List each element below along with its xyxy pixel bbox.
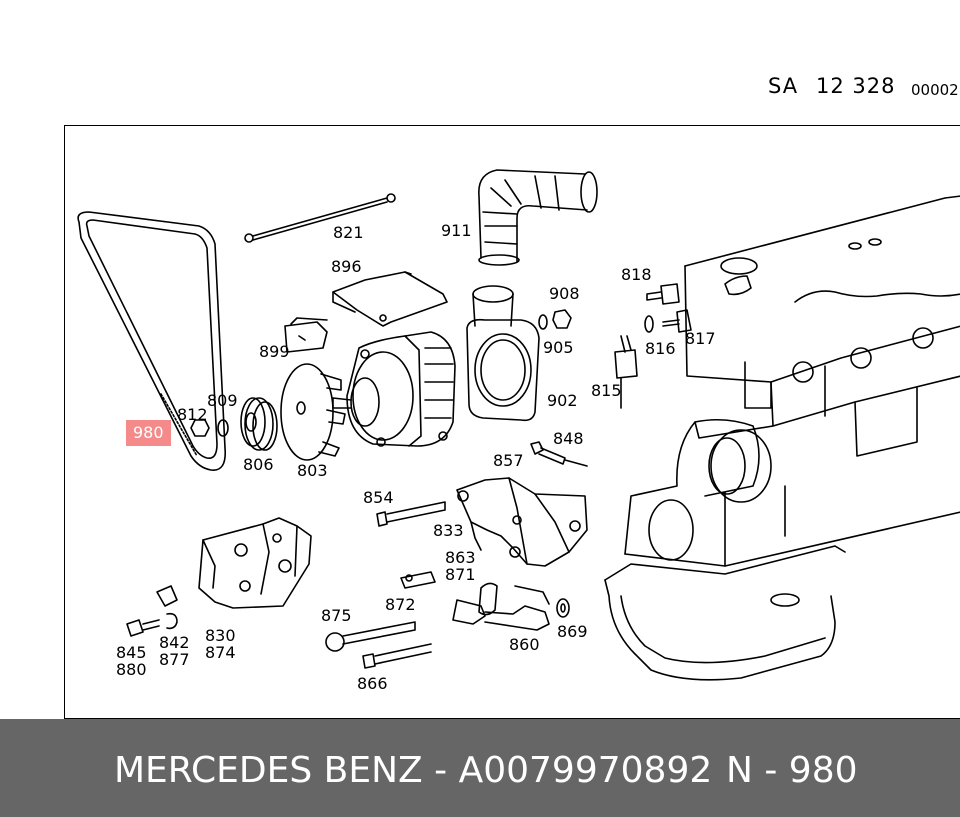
callout-860: 860 [509,635,540,654]
fan-803-drawing [280,363,346,461]
nut-washer-809-812-drawing [190,419,229,437]
diagram-reference: N - 980 [726,750,858,791]
callout-877: 877 [159,650,190,669]
callout-869: 869 [557,622,588,641]
callout-871: 871 [445,565,476,584]
callout-863: 863 [445,548,476,567]
callout-875: 875 [321,606,352,625]
engine-block-drawing [604,195,960,681]
part-info-footer: MERCEDES BENZ - A0079970892 N - 980 [0,719,960,817]
callout-980-highlighted: 980 [126,420,171,446]
callout-818: 818 [621,265,652,284]
part-860-drawing [452,585,550,631]
water-hose-drawing [478,169,598,266]
washers-905-908-drawing [538,309,572,330]
bolt-854-drawing [376,501,446,527]
pulley-806-drawing [240,397,278,451]
adjusting-strap-drawing [244,193,396,243]
callout-848: 848 [553,429,584,448]
callout-905: 905 [543,338,574,357]
bolt-866-drawing [362,643,432,669]
brand-and-part-number: MERCEDES BENZ - A0079970892 [114,750,713,791]
callout-833: 833 [433,521,464,540]
screws-842-845-drawing [126,612,178,637]
sheet-number: 12 328 [816,74,896,98]
callout-803: 803 [297,461,328,480]
callout-902: 902 [547,391,578,410]
callout-866: 866 [357,674,388,693]
callout-821: 821 [333,223,364,242]
bracket-899-drawing [284,317,328,353]
sheet-suffix: 00002 [911,81,959,99]
callout-857: 857 [493,451,524,470]
callout-899: 899 [259,342,290,361]
parts-863-872-drawing [400,571,498,616]
callout-854: 854 [363,488,394,507]
bracket-896-drawing [332,271,448,327]
alternator-drawing [332,331,456,447]
callout-806: 806 [243,455,274,474]
callout-880: 880 [116,660,147,679]
callout-815: 815 [591,381,622,400]
bolt-875-drawing [325,621,416,652]
clip-815-drawing [614,335,638,409]
bracket-833-drawing [456,477,588,567]
thermostat-housing-drawing [466,285,540,422]
callout-845: 845 [116,643,147,662]
parts-diagram: 821 911 896 908 818 905 817 816 899 815 … [64,125,960,719]
callout-842: 842 [159,633,190,652]
callout-817: 817 [685,329,716,348]
callout-896: 896 [331,257,362,276]
washer-869-drawing [556,598,570,618]
callout-872: 872 [385,595,416,614]
bracket-830-drawing [156,517,312,609]
callout-809: 809 [207,391,238,410]
callout-830: 830 [205,626,236,645]
bolts-848-857-drawing [530,441,588,467]
callout-911: 911 [441,221,472,240]
bolts-816-818-drawing [644,283,692,333]
callout-874: 874 [205,643,236,662]
v-belt-drawing [77,211,227,471]
callout-812: 812 [177,405,208,424]
callout-908: 908 [549,284,580,303]
callout-816: 816 [645,339,676,358]
sheet-prefix: SA [768,74,799,98]
diagram-drawing [77,169,960,681]
